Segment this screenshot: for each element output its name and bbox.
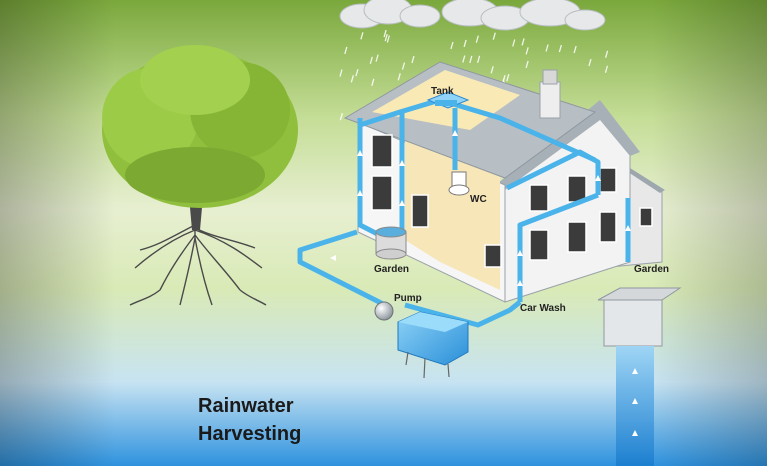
rain-drop	[476, 55, 481, 64]
rain-drop	[573, 45, 577, 54]
label-garden-right: Garden	[634, 264, 669, 275]
title-line-2: Harvesting	[198, 423, 301, 445]
house-windows	[371, 134, 653, 268]
rain-drop	[401, 62, 406, 70]
rain-drop	[558, 44, 562, 53]
rain-drop	[525, 47, 529, 55]
attic-tank	[426, 91, 470, 109]
rain-drop	[450, 41, 454, 50]
tree-icon	[102, 45, 298, 306]
rain-drop	[344, 46, 348, 55]
rain-drop	[506, 74, 510, 82]
rain-drop	[411, 55, 415, 64]
rain-drop	[360, 32, 364, 40]
rain-drop	[397, 73, 401, 81]
underground-tank	[397, 311, 469, 379]
pump-icon	[374, 301, 394, 321]
rain-drop	[369, 56, 373, 65]
rain-drop	[604, 50, 609, 58]
downpipe-well	[597, 287, 682, 466]
chimney-pot	[542, 69, 558, 85]
label-pump: Pump	[394, 293, 422, 304]
chimney	[539, 81, 561, 119]
label-tank: Tank	[431, 86, 454, 97]
rain-drop	[386, 35, 390, 43]
rain-drop	[375, 54, 379, 62]
wc-toilet-icon	[448, 171, 470, 196]
rain-drop	[512, 39, 516, 47]
label-wc: WC	[470, 194, 487, 205]
house-interior-cutaway	[405, 140, 500, 290]
cloud-icon	[339, 0, 606, 31]
rain-drop	[339, 113, 343, 121]
rain-drop	[545, 44, 549, 52]
rain-drop	[463, 39, 467, 48]
garden-barrel	[375, 226, 407, 260]
rain-drop	[525, 60, 529, 69]
rain-drop	[355, 68, 359, 77]
house-front-roof	[498, 100, 640, 190]
rain-drop	[462, 55, 466, 63]
rain-drop	[384, 33, 388, 42]
rain-drop	[339, 69, 343, 77]
label-car-wash: Car Wash	[520, 303, 566, 314]
rain-drop	[492, 32, 496, 40]
rain-drop	[383, 29, 387, 38]
tree-canopy	[102, 45, 298, 208]
rain-drop	[521, 38, 525, 46]
rain-drop	[475, 35, 479, 43]
rain-drop	[469, 55, 473, 64]
rain-drop	[604, 65, 609, 73]
label-garden-left: Garden	[374, 264, 409, 275]
pipe-flow-arrows	[330, 130, 631, 286]
title-line-1: Rainwater	[198, 395, 294, 417]
rain-drop	[371, 78, 375, 87]
rain-drop	[350, 75, 354, 83]
rain-drop	[490, 66, 494, 74]
rain-drop	[588, 58, 592, 67]
